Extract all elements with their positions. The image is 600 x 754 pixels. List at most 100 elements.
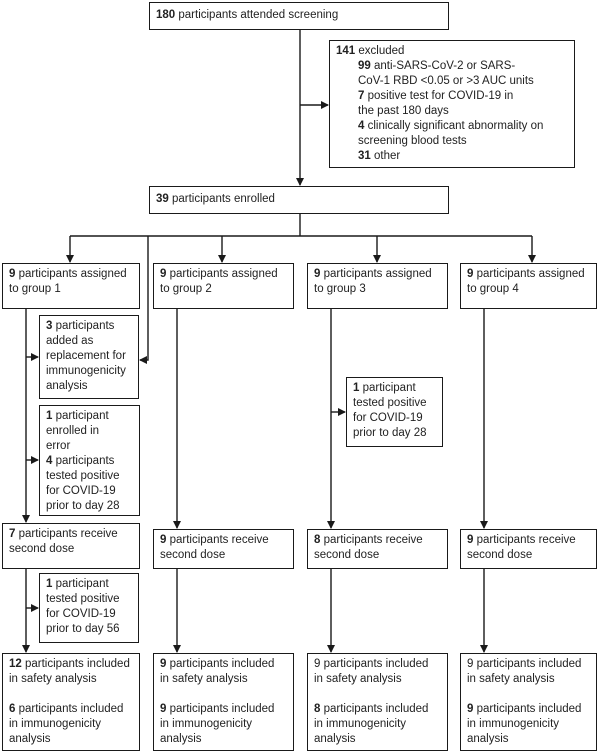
group-3-box: 9 participants assigned to group 3 [307, 263, 448, 309]
final-4-immuno-count: 9 [467, 703, 474, 715]
enrolled-count: 39 [156, 193, 169, 205]
final-3-safety-line1: 9 participants included [314, 658, 429, 670]
group-2-line1: participants assigned [166, 268, 278, 280]
excluded-r1-cont: CoV-1 RBD <0.05 or >3 AUC units [358, 75, 534, 87]
group-4-final-box: 9 participants included in safety analys… [460, 653, 597, 751]
final-1-immuno-count: 6 [9, 703, 16, 715]
enrolled-text: participants enrolled [168, 193, 275, 205]
replacement-line3: replacement for [46, 350, 126, 362]
final-1-safety-line1: participants included [21, 658, 130, 670]
group-3-positive-box: 1 participant tested positive for COVID-… [346, 377, 443, 447]
group-3-line1: participants assigned [320, 268, 432, 280]
group-1-final-box: 12 participants included in safety analy… [2, 653, 140, 751]
final-3-immuno-line1: participants included [320, 703, 429, 715]
final-1-immuno-line1: participants included [15, 703, 124, 715]
g3-positive-count: 1 [353, 382, 360, 394]
excluded-r2-count: 7 [358, 90, 365, 102]
screening-box: 180 participants attended screening [149, 2, 449, 30]
dose-2-count: 9 [160, 534, 167, 546]
dose-1-line2: second dose [9, 543, 75, 555]
excluded-header-text: excluded [355, 45, 405, 57]
final-1-safety-count: 12 [9, 658, 22, 670]
final-3-immuno-line3: analysis [314, 733, 356, 745]
final-4-immuno-line2: in immunogenicity [467, 718, 560, 730]
excluded-r3-cont: screening blood tests [358, 135, 467, 147]
dose-1-count: 7 [9, 528, 16, 540]
excluded-r4-count: 31 [358, 150, 371, 162]
error-line1: participant [52, 410, 109, 422]
g3-positive-line1: participant [359, 382, 416, 394]
excluded-count: 141 [336, 45, 356, 57]
positive56-line2: tested positive [46, 593, 120, 605]
group-2-box: 9 participants assigned to group 2 [153, 263, 294, 309]
g3-positive-line2: tested positive [353, 397, 427, 409]
group-4-second-dose-box: 9 participants receive second dose [460, 529, 597, 569]
group-3-second-dose-box: 8 participants receive second dose [307, 529, 448, 569]
group-4-box: 9 participants assigned to group 4 [460, 263, 597, 309]
g3-positive-line3: for COVID-19 [353, 412, 423, 424]
group-1-line2: to group 1 [9, 283, 61, 295]
replacement-line5: analysis [46, 380, 88, 392]
positive28-line4: prior to day 28 [46, 500, 120, 512]
final-2-safety-line2: in safety analysis [160, 673, 248, 685]
replacement-line4: immunogenicity [46, 365, 126, 377]
excluded-r4-text: other [370, 150, 401, 162]
group-2-line2: to group 2 [160, 283, 212, 295]
excluded-box: 141 excluded 99 anti-SARS-CoV-2 or SARS-… [329, 40, 575, 168]
dose-2-line2: second dose [160, 549, 226, 561]
group-3-final-box: 9 participants included in safety analys… [307, 653, 448, 751]
final-3-immuno-count: 8 [314, 703, 321, 715]
replacement-line2: added as [46, 335, 94, 347]
excluded-r3-text: clinically significant abnormality on [364, 120, 544, 132]
excluded-r3-count: 4 [358, 120, 365, 132]
group-1-replacement-box: 3 participants added as replacement for … [39, 315, 139, 399]
group-3-line2: to group 3 [314, 283, 366, 295]
final-4-safety-line2: in safety analysis [467, 673, 555, 685]
replacement-line1: participants [52, 320, 115, 332]
final-4-immuno-line1: participants included [473, 703, 582, 715]
group-3-count: 9 [314, 268, 321, 280]
positive28-count: 4 [46, 455, 53, 467]
final-4-safety-line1: 9 participants included [467, 658, 582, 670]
dose-3-line2: second dose [314, 549, 380, 561]
group-4-count: 9 [467, 268, 474, 280]
dose-2-line1: participants receive [166, 534, 269, 546]
dose-4-line2: second dose [467, 549, 533, 561]
final-3-safety-line2: in safety analysis [314, 673, 402, 685]
dose-1-line1: participants receive [15, 528, 118, 540]
group-2-second-dose-box: 9 participants receive second dose [153, 529, 294, 569]
group-1-error-box: 1 participant enrolled in error 4 partic… [39, 405, 140, 516]
enrolled-box: 39 participants enrolled [149, 186, 449, 214]
final-1-immuno-line2: in immunogenicity [9, 718, 102, 730]
group-1-positive56-box: 1 participant tested positive for COVID-… [39, 573, 139, 643]
final-2-immuno-count: 9 [160, 703, 167, 715]
positive56-line1: participant [52, 578, 109, 590]
group-1-count: 9 [9, 268, 16, 280]
final-1-safety-line2: in safety analysis [9, 673, 97, 685]
group-1-box: 9 participants assigned to group 1 [2, 263, 140, 309]
final-3-immuno-line2: in immunogenicity [314, 718, 407, 730]
positive56-line3: for COVID-19 [46, 608, 116, 620]
group-2-count: 9 [160, 268, 167, 280]
group-4-line2: to group 4 [467, 283, 519, 295]
dose-3-line1: participants receive [320, 534, 423, 546]
connector-replacement-feed [139, 236, 149, 364]
final-2-safety-line1: participants included [166, 658, 275, 670]
screening-text: participants attended screening [175, 9, 339, 21]
positive28-line1: participants [52, 455, 115, 467]
excluded-r1-count: 99 [358, 60, 371, 72]
final-2-immuno-line2: in immunogenicity [160, 718, 253, 730]
positive56-count: 1 [46, 578, 53, 590]
dose-4-line1: participants receive [473, 534, 576, 546]
replacement-count: 3 [46, 320, 53, 332]
final-1-immuno-line3: analysis [9, 733, 51, 745]
excluded-r1-text: anti-SARS-CoV-2 or SARS- [370, 60, 516, 72]
dose-4-count: 9 [467, 534, 474, 546]
error-line2: enrolled in [46, 425, 100, 437]
final-2-immuno-line1: participants included [166, 703, 275, 715]
positive28-line2: tested positive [46, 470, 120, 482]
group-1-line1: participants assigned [15, 268, 127, 280]
g3-positive-line4: prior to day 28 [353, 427, 427, 439]
